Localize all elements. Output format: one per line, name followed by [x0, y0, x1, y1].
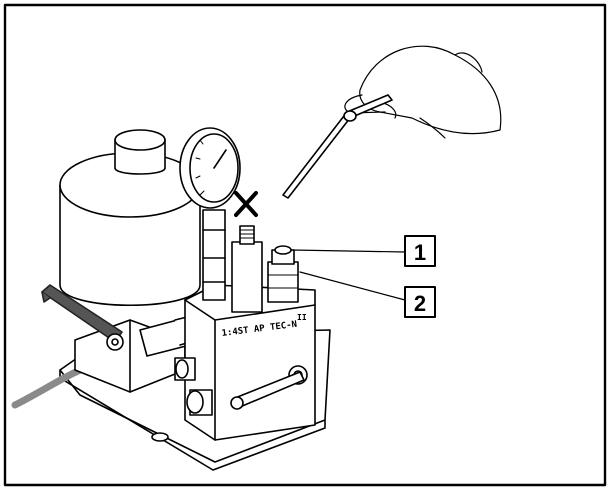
pressure-gauge — [179, 127, 241, 209]
callout-1-leader — [291, 249, 406, 253]
callout-2: 2 — [404, 286, 436, 318]
callout-2-leader — [299, 271, 406, 301]
figure-frame — [3, 3, 607, 487]
ball-valve-lever — [41, 284, 124, 351]
hand-icon — [344, 45, 502, 139]
relief-valve — [267, 245, 299, 303]
prohibited-icon — [234, 191, 258, 217]
adjusting-valve — [231, 225, 263, 313]
callout-2-label: 2 — [414, 291, 426, 316]
manifold-lever — [230, 371, 305, 410]
hex-key-icon — [282, 94, 393, 199]
relief-valve-cap — [274, 245, 292, 255]
block-mark: II — [297, 313, 307, 322]
gauge-pipe — [202, 209, 226, 301]
callout-1-label: 1 — [414, 240, 426, 265]
relief-valve-body — [267, 261, 299, 303]
oil-reservoir — [59, 129, 201, 307]
callout-1: 1 — [404, 235, 436, 267]
